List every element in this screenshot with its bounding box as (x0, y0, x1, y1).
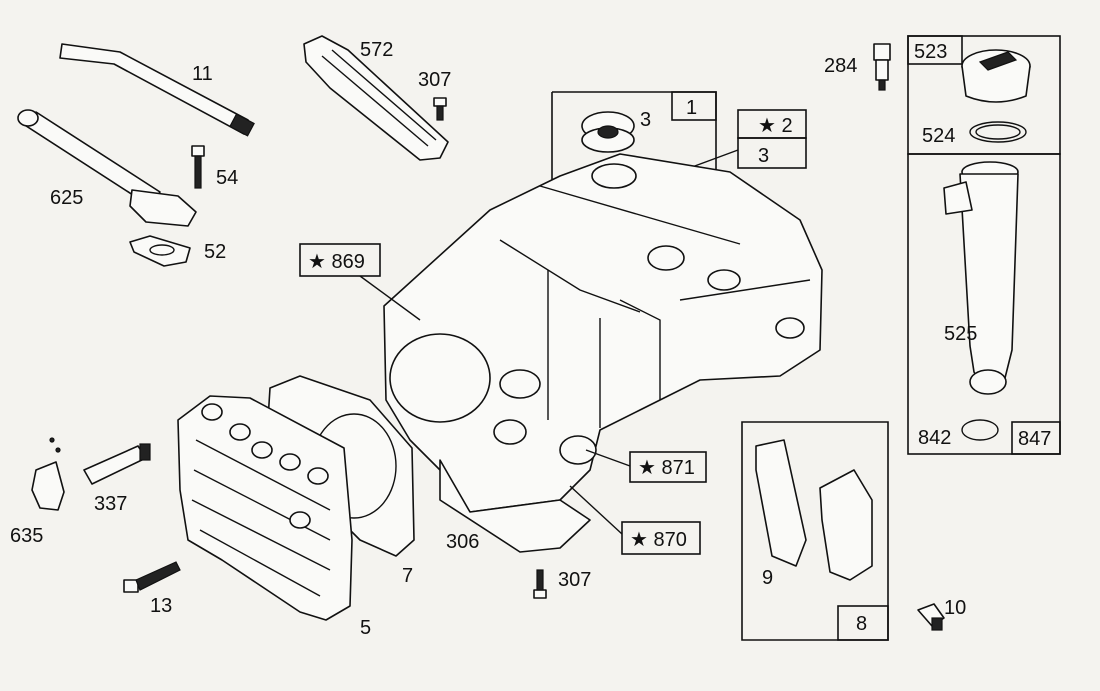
label-8: 8 (856, 613, 867, 635)
breather-tube-part (17, 109, 197, 227)
label-10: 10 (944, 597, 966, 619)
label-2: ★ 2 (758, 115, 793, 137)
label-9: 9 (762, 567, 773, 589)
box-8 (837, 605, 889, 641)
fill-cap-part (961, 49, 1031, 103)
o-ring-842-part (961, 419, 999, 441)
box-523 (907, 35, 963, 65)
label-523: 523 (914, 41, 947, 63)
valve-cover-part (819, 469, 873, 581)
label-870: ★ 870 (630, 529, 687, 551)
bolt-54-part (191, 145, 205, 189)
label-869: ★ 869 (308, 251, 365, 273)
label-5: 5 (360, 617, 371, 639)
label-337: 337 (94, 493, 127, 515)
label-625: 625 (50, 187, 83, 209)
gasket-52-part (129, 235, 191, 267)
label-524: 524 (922, 125, 955, 147)
dipstick-tube-part (59, 43, 255, 137)
label-307-top: 307 (418, 69, 451, 91)
label-284: 284 (824, 55, 857, 77)
plug-284-part (873, 43, 891, 91)
label-13: 13 (150, 595, 172, 617)
screw-307-top-part (433, 97, 447, 121)
screw-307-bottom-part (533, 569, 547, 599)
box-869 (299, 243, 381, 277)
box-847-group (907, 153, 1061, 455)
box-847 (1011, 421, 1061, 455)
label-11: 11 (192, 63, 213, 85)
cylinder-block-part (383, 153, 823, 513)
label-842: 842 (918, 427, 951, 449)
head-bolt-part (123, 561, 181, 593)
o-ring-524-part (969, 121, 1027, 143)
label-7: 7 (402, 565, 413, 587)
cylinder-head-part (177, 395, 353, 621)
label-635: 635 (10, 525, 43, 547)
box-1 (671, 91, 717, 121)
box-870 (621, 521, 701, 555)
screw-10-part (917, 603, 945, 631)
label-3-seal: 3 (640, 109, 651, 131)
label-847: 847 (1018, 428, 1051, 450)
base-gasket-part (439, 459, 591, 553)
oil-seal-part (581, 111, 635, 153)
label-52: 52 (204, 241, 226, 263)
label-307-bottom: 307 (558, 569, 591, 591)
label-306: 306 (446, 531, 479, 553)
box-871 (629, 451, 707, 483)
breather-cover-part (303, 35, 449, 161)
fill-tube-525-part (943, 161, 1019, 395)
valve-cover-gasket-part (755, 439, 807, 567)
label-871: ★ 871 (638, 457, 695, 479)
label-1: 1 (686, 97, 697, 119)
label-525: 525 (944, 323, 977, 345)
spark-plug-part (83, 443, 151, 485)
label-54: 54 (216, 167, 238, 189)
spark-plug-boot-part (31, 437, 65, 511)
label-572: 572 (360, 39, 393, 61)
label-3-sub: 3 (758, 145, 769, 167)
box-2-sub (737, 137, 807, 169)
